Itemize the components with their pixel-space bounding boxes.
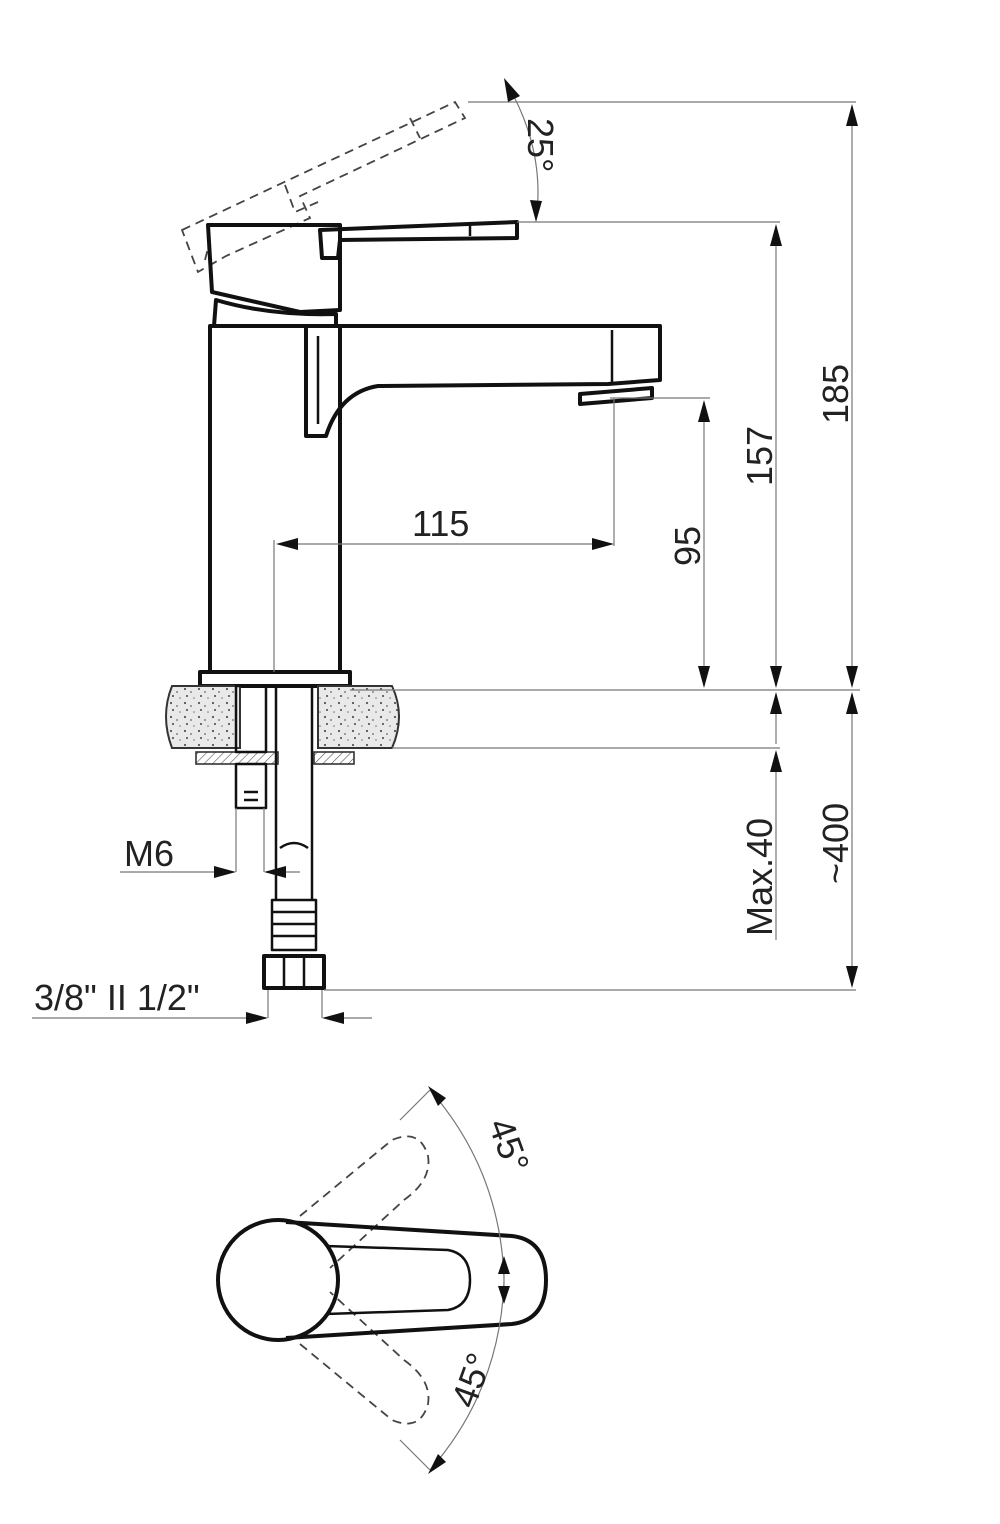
rotation-arcs	[399, 1086, 510, 1474]
thread-label-m6: M6	[124, 833, 174, 874]
connection-label: 3/8" II 1/2"	[34, 977, 200, 1018]
hose-length-label: ~400	[815, 803, 856, 884]
handle	[206, 220, 519, 314]
rotation-angle-top-label: 45°	[480, 1113, 537, 1178]
faucet-body	[198, 324, 352, 688]
height-label-95: 95	[667, 526, 708, 566]
cartridge-cap	[212, 298, 338, 328]
flexible-hose	[262, 686, 326, 990]
dimension-labels: 25° 185 157 95 115 Max.40 ~400 M6 3/8" I…	[34, 118, 856, 1018]
countertop-section	[165, 685, 400, 749]
side-view	[165, 100, 662, 990]
height-label-157: 157	[739, 426, 780, 486]
rotation-angle-bottom-label: 45°	[443, 1348, 500, 1413]
handle-rotated-outlines	[299, 1135, 430, 1425]
body-top-circle	[216, 1218, 340, 1342]
reach-label-115: 115	[412, 503, 469, 544]
angle-label-25: 25°	[520, 118, 561, 172]
top-view: 45° 45°	[216, 1086, 548, 1474]
handle-tilted-outline	[180, 100, 467, 274]
fixing-plates	[195, 684, 355, 810]
dimension-lines	[32, 78, 860, 1024]
lever-top	[285, 1220, 548, 1340]
height-label-185: 185	[815, 364, 856, 424]
spout	[304, 324, 662, 438]
thickness-label-max40: Max.40	[739, 818, 780, 936]
